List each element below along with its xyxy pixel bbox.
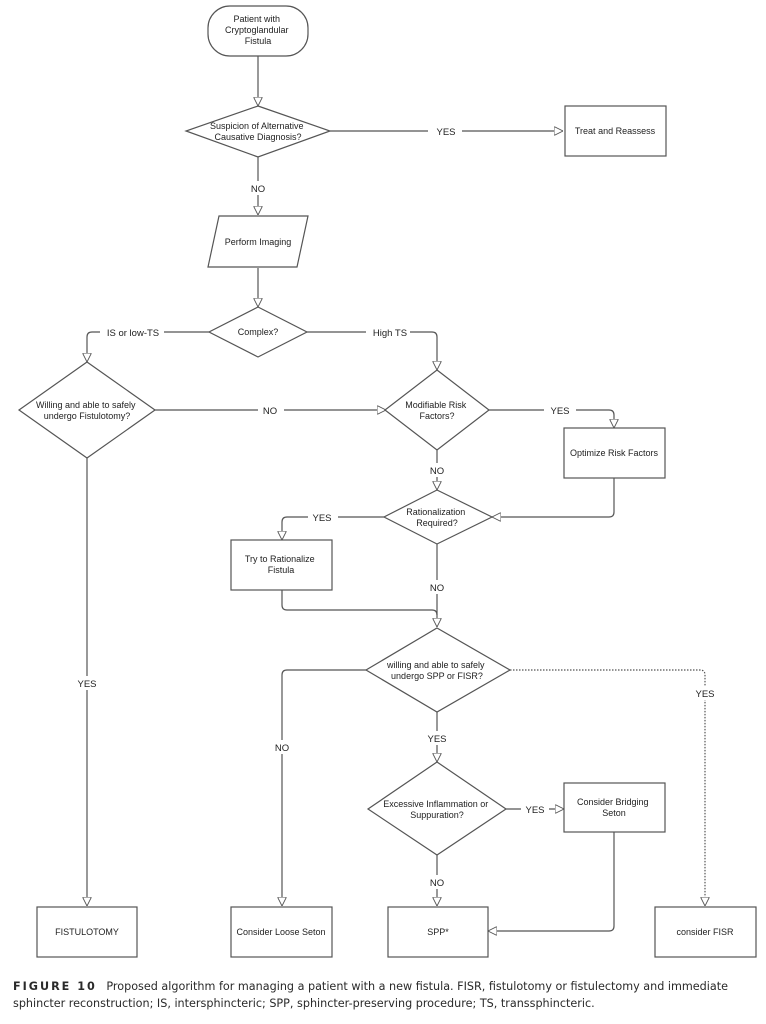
- decision-spp-or-fisr[interactable]: willing and able to safely undergo SPP o…: [364, 627, 512, 713]
- edge-label-complex-left: IS or low-TS: [107, 328, 159, 339]
- edge-label-fistulotomy-no: NO: [263, 406, 277, 417]
- svg-text:Patient with Cryptogla: Patient with Cryptoglandular Fistula: [225, 14, 291, 46]
- decision-rationalization[interactable]: Rationalization Required?: [382, 489, 494, 545]
- node-start-line-1: Patient with: [233, 14, 280, 24]
- node-consider-bridging-seton-line-2: Seton: [602, 808, 626, 818]
- decision-alternative-diagnosis-line-2: Causative Diagnosis?: [214, 132, 301, 142]
- edge-label-alt-yes: YES: [436, 127, 455, 138]
- node-consider-loose-seton[interactable]: Consider Loose Seton: [230, 906, 333, 958]
- nodes: Patient with Cryptoglandular Fistula Sus…: [17, 5, 757, 958]
- edge-label-inflam-no: NO: [430, 878, 444, 889]
- figure-label: FIGURE 10: [13, 980, 97, 993]
- edge-optimize-to-rational: [492, 478, 615, 517]
- svg-text:Rationalization Requir: Rationalization Required?: [406, 507, 468, 528]
- edge-rationalize-to-spp-decision: [281, 590, 438, 616]
- decision-rationalization-line-1: Rationalization: [406, 507, 465, 517]
- edge-risk-yes: [489, 409, 614, 428]
- node-start[interactable]: Patient with Cryptoglandular Fistula: [207, 5, 309, 57]
- decision-alternative-diagnosis[interactable]: Suspicion of Alternative Causative Diagn…: [184, 105, 332, 158]
- decision-complex[interactable]: Complex?: [207, 306, 309, 358]
- node-fistulotomy[interactable]: FISTULOTOMY: [36, 906, 138, 958]
- edge-complex-left: [87, 331, 209, 362]
- node-start-line-3: Fistula: [245, 36, 272, 46]
- decision-modifiable-risk[interactable]: Modifiable Risk Factors?: [384, 369, 490, 451]
- svg-text:Try to Rationalize Fis: Try to Rationalize Fistula: [245, 554, 317, 575]
- decision-inflammation-line-2: Suppuration?: [410, 810, 464, 820]
- edge-label-fistulotomy-yes: YES: [77, 679, 96, 690]
- node-consider-fisr[interactable]: consider FISR: [654, 906, 757, 958]
- edge-label-spp-yes-right: YES: [695, 689, 714, 700]
- node-perform-imaging-label: Perform Imaging: [225, 237, 292, 247]
- decision-alternative-diagnosis-line-1: Suspicion of Alternative: [210, 121, 304, 131]
- node-consider-fisr-label: consider FISR: [676, 927, 734, 937]
- decision-complex-label: Complex?: [238, 327, 279, 337]
- decision-fistulotomy-line-2: undergo Fistulotomy?: [44, 411, 131, 421]
- edge-spp-yes-right: [510, 669, 705, 906]
- figure-caption-text: Proposed algorithm for managing a patien…: [13, 980, 729, 1010]
- edge-bridging-to-spp: [488, 832, 615, 931]
- decision-fistulotomy-line-1: Willing and able to safely: [36, 400, 136, 410]
- edge-label-alt-no: NO: [251, 184, 265, 195]
- node-optimize-risk-factors[interactable]: Optimize Risk Factors: [563, 427, 666, 479]
- flowchart: YES NO IS or low-TS High TS NO YES YES N…: [17, 5, 757, 958]
- decision-modifiable-risk-line-2: Factors?: [419, 411, 454, 421]
- node-treat-and-reassess[interactable]: Treat and Reassess: [564, 105, 667, 157]
- svg-text:Consider Bridging Seto: Consider Bridging Seton: [577, 797, 651, 818]
- figure-caption: FIGURE 10 Proposed algorithm for managin…: [13, 978, 753, 1012]
- decision-spp-or-fisr-line-1: willing and able to safely: [386, 660, 485, 670]
- edge-complex-right: [307, 331, 437, 370]
- node-consider-bridging-seton[interactable]: Consider Bridging Seton: [563, 782, 666, 833]
- svg-text:Willing and able to safely: Willing and able to safely undergo Fistu…: [36, 400, 138, 421]
- edge-label-risk-no: NO: [430, 466, 444, 477]
- decision-inflammation[interactable]: Excessive Inflammation or Suppuration?: [366, 761, 508, 856]
- decision-spp-or-fisr-line-2: undergo SPP or FISR?: [391, 671, 483, 681]
- node-try-to-rationalize[interactable]: Try to Rationalize Fistula: [230, 539, 333, 591]
- node-consider-bridging-seton-line-1: Consider Bridging: [577, 797, 649, 807]
- node-optimize-risk-factors-label: Optimize Risk Factors: [570, 448, 659, 458]
- svg-text:Suspicion of Alternative: Suspicion of Alternative Causative Diagn…: [210, 121, 306, 142]
- decision-modifiable-risk-line-1: Modifiable Risk: [405, 400, 467, 410]
- decision-fistulotomy[interactable]: Willing and able to safely undergo Fistu…: [17, 361, 157, 459]
- node-perform-imaging[interactable]: Perform Imaging: [207, 215, 309, 268]
- node-start-line-2: Cryptoglandular: [225, 25, 289, 35]
- edge-label-rational-yes: YES: [312, 513, 331, 524]
- decision-inflammation-line-1: Excessive Inflammation or: [383, 799, 488, 809]
- edge-label-spp-no: NO: [275, 743, 289, 754]
- node-fistulotomy-label: FISTULOTOMY: [55, 927, 119, 937]
- node-spp-label: SPP*: [427, 927, 449, 937]
- node-try-to-rationalize-line-1: Try to Rationalize: [245, 554, 315, 564]
- edge-label-complex-right: High TS: [373, 328, 407, 339]
- svg-text:Modifiable Risk Factor: Modifiable Risk Factors?: [405, 400, 469, 421]
- edge-label-rational-no: NO: [430, 583, 444, 594]
- svg-text:Excessive Inflammation or: Excessive Inflammation or Suppuration?: [383, 799, 491, 820]
- node-consider-loose-seton-label: Consider Loose Seton: [236, 927, 325, 937]
- edge-label-inflam-yes: YES: [525, 805, 544, 816]
- svg-text:willing and able to safely: willing and able to safely undergo SPP o…: [386, 660, 487, 681]
- node-treat-and-reassess-label: Treat and Reassess: [575, 126, 656, 136]
- edge-label-risk-yes: YES: [550, 406, 569, 417]
- edge-label-spp-yes-down: YES: [427, 734, 446, 745]
- decision-rationalization-line-2: Required?: [416, 518, 458, 528]
- edge-spp-no: [282, 669, 366, 906]
- edge-labels: YES NO IS or low-TS High TS NO YES YES N…: [72, 124, 720, 889]
- edge-rational-yes: [282, 516, 384, 540]
- node-spp[interactable]: SPP*: [387, 906, 489, 958]
- node-try-to-rationalize-line-2: Fistula: [268, 565, 295, 575]
